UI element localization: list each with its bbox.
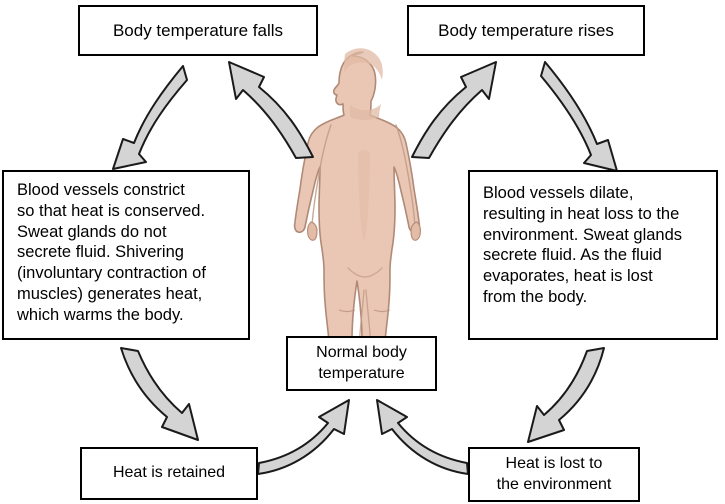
box-heat-is-retained: Heat is retained [80,447,258,500]
box-body-temperature-rises: Body temperature rises [407,5,645,56]
arrow-temp-falls-to-cold-response [112,65,188,170]
box-body-temperature-falls-text: Body temperature falls [112,20,284,40]
arrow-cold-to-heat-retained [120,347,199,441]
box-heat-is-lost: Heat is lost to the environment [468,447,640,502]
box-body-temperature-falls: Body temperature falls [78,5,318,56]
box-heat-response: Blood vessels dilate, resulting in heat … [468,170,718,340]
box-cold-response-text: Blood vessels constrict so that heat is … [17,181,206,324]
box-normal-body-temperature: Normal body temperature [286,336,437,391]
box-normal-body-temperature-text: Normal body temperature [316,344,407,382]
box-cold-response: Blood vessels constrict so that heat is … [2,170,250,340]
arrow-heat-lost-to-normal [376,399,469,475]
box-heat-response-text: Blood vessels dilate, resulting in heat … [483,184,683,306]
box-heat-is-lost-text: Heat is lost to the environment [496,455,612,493]
human-body-icon [293,48,421,385]
arrow-heat-retained-to-normal [257,399,350,475]
arrow-temp-rises-to-heat-response [540,61,618,172]
arrow-body-to-temp-falls [228,61,314,159]
arrow-heat-response-to-heat-lost [527,347,605,443]
box-body-temperature-rises-text: Body temperature rises [438,20,614,40]
box-heat-is-retained-text: Heat is retained [112,464,226,482]
arrow-body-to-temp-rises [411,61,497,159]
